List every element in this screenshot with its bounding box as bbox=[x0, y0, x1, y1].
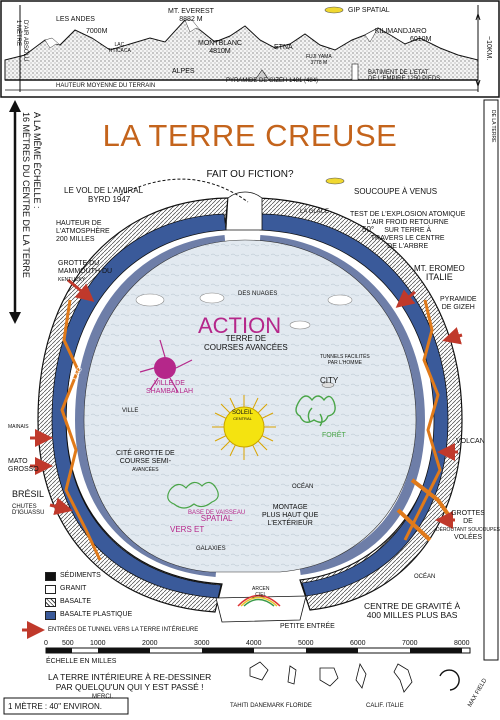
label-ocean-inner: OCÉAN bbox=[292, 484, 314, 490]
footer-calif: CALIF. ITALIE bbox=[366, 703, 404, 709]
label-andes: LES ANDES bbox=[56, 16, 95, 23]
byrd-flight-path bbox=[119, 178, 249, 203]
left-depth-arrow bbox=[9, 100, 21, 324]
label-galaxies: GALAXIES bbox=[196, 546, 226, 552]
label-andes-height: 7000m bbox=[86, 28, 108, 35]
clouds bbox=[135, 292, 353, 330]
scale-note-box bbox=[3, 697, 129, 715]
legend-label-basalte: BASALTE bbox=[60, 598, 91, 605]
earth-cross-section bbox=[37, 191, 463, 623]
scale-tick: 2000 bbox=[142, 640, 158, 647]
footer-countries: TAHITI DANEMARK FLORIDE bbox=[230, 703, 312, 709]
label-volcan: VOLCAN bbox=[456, 438, 485, 445]
ufo-icon bbox=[321, 6, 345, 388]
footer-right-vertical: DE LA TERRE bbox=[490, 110, 496, 143]
scale-tick: 4000 bbox=[246, 640, 262, 647]
legend-label-granit: GRANIT bbox=[60, 585, 87, 592]
footer-merci: MERCI. bbox=[92, 694, 113, 700]
label-50deg: 50° bbox=[362, 225, 375, 234]
label-vers: VERS ET bbox=[170, 525, 205, 534]
label-ocean-outer: OCÉAN bbox=[414, 574, 436, 580]
label-pyramide-header: PYRAMIDE DE Gizeh 1481 (484) bbox=[226, 78, 319, 84]
label-foret: FORÊT bbox=[322, 432, 346, 439]
label-etna: ETNA bbox=[274, 44, 293, 51]
legend-label-tunnels: ENTRÉES DE TUNNEL VERS LA TERRE INTÉRIEU… bbox=[48, 627, 199, 633]
scale-tick: 0 bbox=[44, 640, 48, 647]
label-soucoupe: SOUCOUPE À VENUS bbox=[354, 187, 438, 196]
label-hauteur-moyenne: HAUTEUR MOYENNE DU TERRAIN bbox=[56, 83, 156, 89]
arrow-icon bbox=[22, 278, 463, 639]
page-subtitle: FAIT OU FICTION? bbox=[206, 169, 294, 180]
island-silhouettes bbox=[249, 661, 460, 693]
label-bresil: BRÉSIL bbox=[12, 489, 45, 499]
label-gip-spatial: GIP SPATIAL bbox=[348, 7, 390, 14]
label-glace: LA GLACE bbox=[300, 209, 330, 215]
legend-swatch-sediments bbox=[45, 572, 56, 581]
sun-icon bbox=[212, 395, 276, 460]
label-city: CITY bbox=[320, 376, 339, 385]
footer-metre: 1 MÈTRE : 40" ENVIRON. bbox=[8, 702, 102, 711]
space-base-icon bbox=[167, 481, 219, 509]
legend-swatch-granit bbox=[45, 585, 56, 594]
label-ville: VILLE bbox=[122, 408, 139, 414]
scale-tick: 8000 bbox=[454, 640, 470, 647]
label-montblanc: MONTBLANC4810m bbox=[198, 40, 242, 55]
scale-tick: 500 bbox=[62, 640, 74, 647]
mountain-profile bbox=[0, 0, 500, 98]
page-title: LA TERRE CREUSE bbox=[102, 118, 398, 153]
legend-swatch-basalte bbox=[45, 598, 56, 607]
scale-bar bbox=[45, 647, 471, 654]
scale-tick: 3000 bbox=[194, 640, 210, 647]
legend-swatch-basalte-plastique bbox=[45, 611, 56, 620]
legend-label-sediments: SÉDIMENTS bbox=[60, 572, 101, 579]
scale-tick: 5000 bbox=[298, 640, 314, 647]
label-nuages: DES NUAGES bbox=[238, 291, 278, 297]
scale-tick: 6000 bbox=[350, 640, 366, 647]
scale-tick: 1000 bbox=[90, 640, 106, 647]
label-action: ACTION bbox=[198, 313, 282, 338]
scale-tick: 7000 bbox=[402, 640, 418, 647]
legend-label-basalte-plastique: BASALTE PLASTIQUE bbox=[60, 611, 133, 618]
label-mainais: MAINAIS bbox=[8, 424, 29, 430]
label-petite-entree: PETITE ENTRÉE bbox=[280, 623, 335, 630]
shamballah-city-icon bbox=[139, 339, 193, 393]
right-border-strip bbox=[483, 99, 499, 661]
right-scale-label: ~10Km. bbox=[485, 36, 492, 61]
label-kilimandjaro: KILIMANDJARO6010m bbox=[374, 28, 432, 43]
scale-caption: ÉCHELLE EN MILLES bbox=[46, 658, 117, 665]
label-alpes: ALPES bbox=[172, 68, 195, 75]
forest-icon bbox=[295, 395, 336, 427]
